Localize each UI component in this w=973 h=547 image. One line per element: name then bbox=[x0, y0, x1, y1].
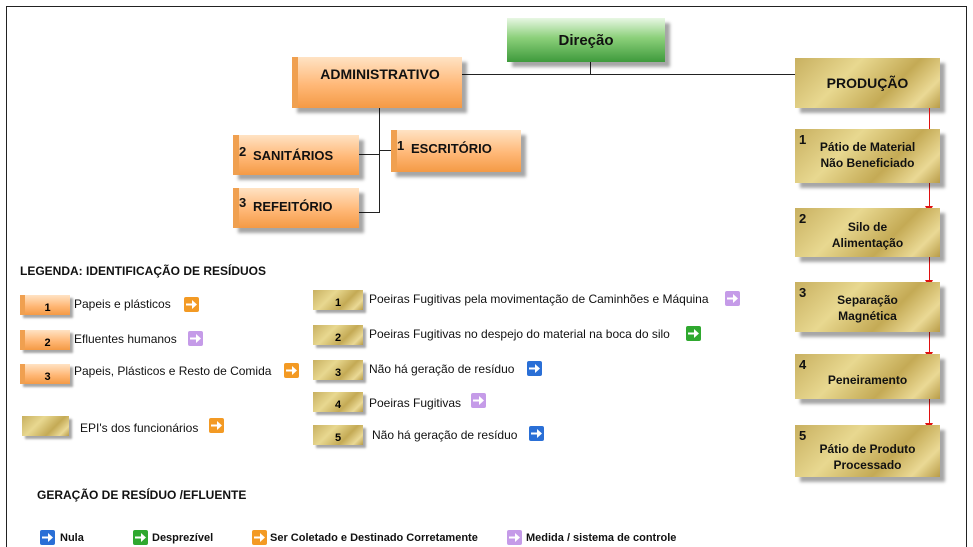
legend-text: Papeis, Plásticos e Resto de Comida bbox=[74, 364, 272, 378]
legend-swatch-number: 2 bbox=[334, 332, 342, 344]
legend-swatch-number: 3 bbox=[44, 371, 51, 383]
generation-title: GERAÇÃO DE RESÍDUO /EFLUENTE bbox=[37, 488, 247, 502]
admin-unit-number: 2 bbox=[239, 144, 247, 159]
admin-unit-label: ESCRITÓRIO bbox=[411, 141, 492, 156]
prod-step-line2: Processado bbox=[833, 458, 902, 472]
prod-step-number: 4 bbox=[799, 357, 807, 372]
admin-unit-label: REFEITÓRIO bbox=[253, 199, 333, 214]
prod-step-line1: Pátio de Produto bbox=[819, 442, 916, 456]
generation-label: Medida / sistema de controle bbox=[526, 532, 677, 544]
legend-swatch-number: 1 bbox=[334, 297, 342, 309]
green-arrow-icon bbox=[686, 326, 701, 341]
orange-arrow-icon bbox=[209, 418, 224, 433]
purple-arrow-icon bbox=[725, 291, 740, 306]
legend-swatch-admin-2: 2 bbox=[20, 330, 70, 350]
legend-swatch-number: 3 bbox=[334, 367, 342, 379]
admin-unit-sanitarios: 2 SANITÁRIOS bbox=[233, 135, 359, 175]
legend-text: Não há geração de resíduo bbox=[369, 362, 515, 376]
prod-step-number: 2 bbox=[799, 211, 807, 226]
prod-step-number: 3 bbox=[799, 285, 807, 300]
legend-swatch-admin-1: 1 bbox=[20, 295, 70, 315]
admin-unit-number: 1 bbox=[397, 138, 405, 153]
flow-arrow-line bbox=[929, 332, 930, 354]
generation-label: Nula bbox=[60, 532, 84, 544]
purple-arrow-icon bbox=[507, 530, 522, 545]
prod-step-number: 5 bbox=[799, 428, 807, 443]
administrativo-box: ADMINISTRATIVO bbox=[292, 57, 462, 108]
legend-text: Efluentes humanos bbox=[74, 332, 177, 346]
prod-step-5: 5 Pátio de Produto Processado bbox=[795, 425, 940, 477]
purple-arrow-icon bbox=[471, 393, 486, 408]
generation-label: Ser Coletado e Destinado Corretamente bbox=[270, 532, 478, 544]
blue-arrow-icon bbox=[40, 530, 55, 545]
connector-admin-down bbox=[379, 108, 380, 213]
connector-direcao-down bbox=[590, 62, 591, 74]
producao-box: PRODUÇÃO bbox=[795, 58, 940, 108]
producao-label: PRODUÇÃO bbox=[826, 75, 909, 91]
orange-arrow-icon bbox=[284, 363, 299, 378]
prod-step-2: 2 Silo de Alimentação bbox=[795, 208, 940, 257]
prod-step-line1: Pátio de Material bbox=[819, 140, 916, 154]
legend-swatch-prod-5: 5 bbox=[313, 425, 363, 445]
admin-unit-label: SANITÁRIOS bbox=[253, 148, 334, 163]
orange-arrow-icon bbox=[252, 530, 267, 545]
legend-swatch-prod-3: 3 bbox=[313, 360, 363, 380]
legend-swatch-number: 1 bbox=[44, 302, 51, 314]
flow-arrow-line bbox=[929, 257, 930, 282]
connector-horizontal bbox=[462, 74, 795, 75]
flow-arrow-line bbox=[929, 183, 930, 208]
flow-arrow-line bbox=[929, 108, 930, 134]
admin-unit-refeitorio: 3 REFEITÓRIO bbox=[233, 188, 359, 228]
legend-swatch-prod-4: 4 bbox=[313, 392, 363, 412]
prod-step-line1: Separação bbox=[837, 293, 898, 307]
blue-arrow-icon bbox=[527, 361, 542, 376]
prod-step-line1: Peneiramento bbox=[827, 373, 908, 387]
legend-text: Poeiras Fugitivas pela movimentação de C… bbox=[369, 292, 709, 306]
orange-arrow-icon bbox=[184, 297, 199, 312]
legend-swatch-prod-2: 2 bbox=[313, 325, 363, 345]
legend-swatch-number: 4 bbox=[334, 399, 342, 411]
blue-arrow-icon bbox=[529, 426, 544, 441]
legend-swatch-number: 2 bbox=[44, 337, 51, 349]
legend-text: Não há geração de resíduo bbox=[372, 428, 518, 442]
legend-swatch-epi bbox=[22, 416, 69, 436]
connector-sanitarios bbox=[359, 154, 379, 155]
prod-step-line1: Silo de bbox=[847, 220, 888, 234]
legend-swatch-number: 5 bbox=[334, 432, 342, 444]
flow-arrow-line bbox=[929, 399, 930, 425]
connector-escritorio bbox=[379, 150, 391, 151]
legend-swatch-prod-1: 1 bbox=[313, 290, 363, 310]
legend-title: LEGENDA: IDENTIFICAÇÃO DE RESÍDUOS bbox=[20, 264, 267, 278]
direcao-box: Direção bbox=[507, 18, 665, 62]
legend-swatch-admin-3: 3 bbox=[20, 364, 70, 384]
prod-step-number: 1 bbox=[799, 132, 807, 147]
legend-text: EPI's dos funcionários bbox=[80, 421, 199, 435]
administrativo-label: ADMINISTRATIVO bbox=[320, 66, 440, 82]
admin-unit-number: 3 bbox=[239, 195, 247, 210]
legend-text: Papeis e plásticos bbox=[74, 297, 171, 311]
prod-step-4: 4 Peneiramento bbox=[795, 354, 940, 399]
generation-label: Desprezível bbox=[152, 532, 214, 544]
green-arrow-icon bbox=[133, 530, 148, 545]
connector-refeitorio bbox=[359, 212, 379, 213]
legend-text: Poeiras Fugitivas no despejo do material… bbox=[369, 327, 670, 341]
admin-unit-escritorio: 1 ESCRITÓRIO bbox=[391, 130, 521, 172]
prod-step-1: 1 Pátio de Material Não Beneficiado bbox=[795, 129, 940, 183]
direcao-label: Direção bbox=[558, 31, 614, 49]
prod-step-line2: Magnética bbox=[838, 309, 897, 323]
prod-step-line2: Alimentação bbox=[831, 236, 904, 250]
legend-text: Poeiras Fugitivas bbox=[369, 396, 462, 410]
prod-step-line2: Não Beneficiado bbox=[820, 156, 915, 170]
purple-arrow-icon bbox=[188, 331, 203, 346]
prod-step-3: 3 Separação Magnética bbox=[795, 282, 940, 332]
